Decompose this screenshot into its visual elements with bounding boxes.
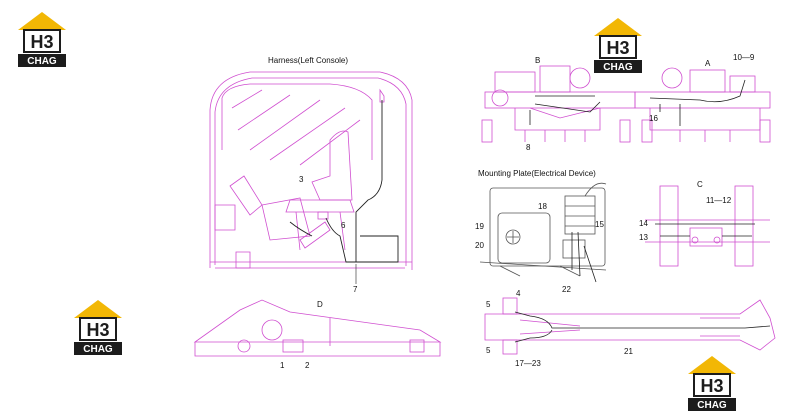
title-harness-left-console: Harness(Left Console)	[268, 56, 348, 65]
title-mounting-plate: Mounting Plate(Electrical Device)	[478, 169, 596, 178]
callout-22: 22	[562, 285, 571, 294]
callout-2: 2	[305, 361, 310, 370]
brand-logo-top-right: H3 CHAG	[594, 18, 642, 73]
callout-5-top: 5	[486, 300, 491, 309]
callout-21: 21	[624, 347, 633, 356]
callout-1: 1	[280, 361, 285, 370]
logo-word: CHAG	[603, 62, 633, 73]
logo-word: CHAG	[697, 400, 727, 411]
view-label-c: C	[697, 180, 703, 189]
logo-word: CHAG	[27, 56, 57, 67]
view-label-d: D	[317, 300, 323, 309]
frame-view-wires	[514, 311, 771, 343]
view-c-wires	[655, 223, 755, 237]
logo-mark: H3	[30, 32, 53, 52]
callout-17-23: 17—23	[515, 359, 541, 368]
callout-20: 20	[475, 241, 484, 250]
callout-11-12: 11—12	[706, 196, 732, 205]
brand-logo-bottom-left: H3 CHAG	[74, 300, 122, 355]
view-label-a: A	[705, 59, 711, 68]
cab-harness-wires	[289, 100, 399, 263]
callout-13: 13	[639, 233, 648, 242]
mounting-plate-view: Mounting Plate(Electrical Device)	[478, 169, 607, 277]
brand-logo-top-left: H3 CHAG	[18, 12, 66, 67]
logo-mark: H3	[700, 376, 723, 396]
engine-view-b-wires	[529, 95, 601, 125]
callout-19: 19	[475, 222, 484, 231]
callout-6: 6	[341, 221, 346, 230]
cab-harness-view: Harness(Left Console)	[209, 56, 413, 270]
callout-10-9: 10—9	[733, 53, 755, 62]
callout-3: 3	[299, 175, 304, 184]
callout-16: 16	[649, 114, 658, 123]
view-d: D	[193, 299, 442, 357]
callout-18: 18	[538, 202, 547, 211]
logo-word: CHAG	[83, 344, 113, 355]
callout-8: 8	[526, 143, 531, 152]
callout-4: 4	[516, 289, 521, 298]
brand-logo-bottom-right: H3 CHAG	[688, 356, 736, 411]
frame-view	[484, 297, 776, 355]
engine-view-a: A	[634, 59, 771, 143]
callout-14: 14	[639, 219, 648, 228]
engine-view-a-wires	[649, 79, 746, 126]
mounting-plate-wires	[571, 231, 597, 283]
callout-5-bottom: 5	[486, 346, 491, 355]
callout-15: 15	[595, 220, 604, 229]
logo-mark: H3	[606, 38, 629, 58]
view-label-b: B	[535, 56, 540, 65]
callout-7: 7	[353, 285, 358, 294]
logo-mark: H3	[86, 320, 109, 340]
view-c: C	[645, 180, 770, 267]
